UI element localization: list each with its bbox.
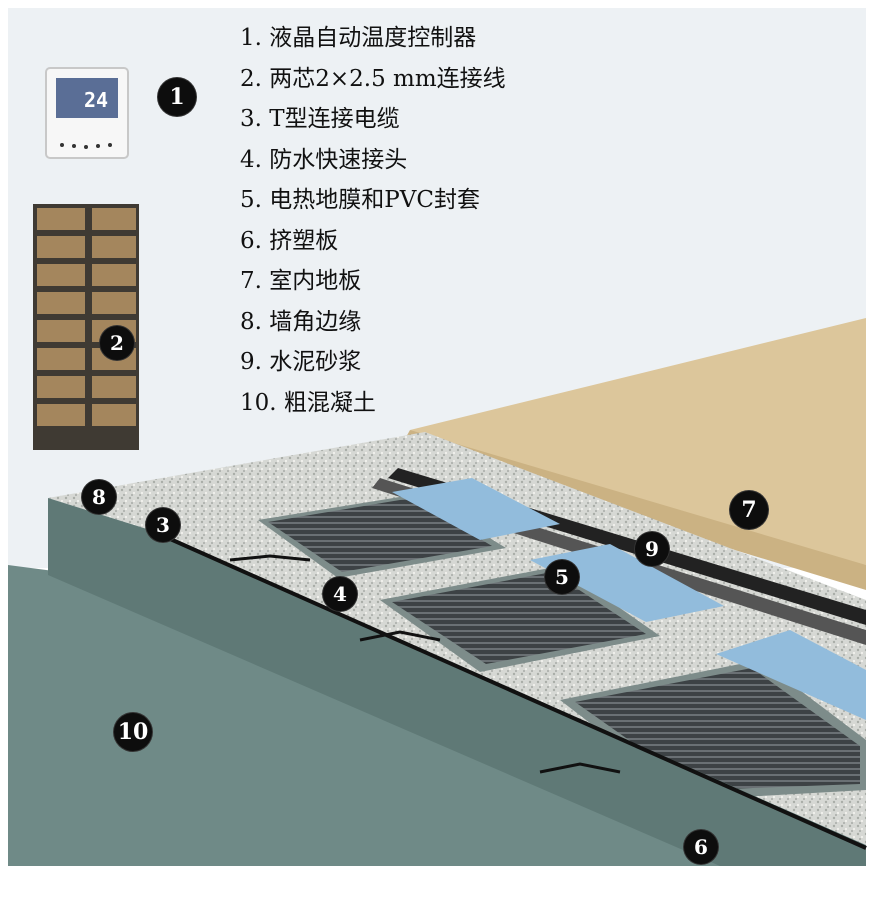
badge-waterproof-connector: 4 xyxy=(323,577,357,611)
legend-item: 8. 墙角边缘 xyxy=(240,308,362,335)
legend-item: 7. 室内地板 xyxy=(240,268,362,294)
badge-cement-mortar: 9 xyxy=(635,532,669,566)
legend-item: 5. 电热地膜和PVC封套 xyxy=(240,187,480,213)
legend-item: 6. 挤塑板 xyxy=(240,227,339,254)
badge-t-cable: 3 xyxy=(146,508,180,542)
legend-item: 2. 两芯2×2.5 mm连接线 xyxy=(240,65,506,92)
thermostat-display: 24 xyxy=(84,88,109,112)
badge-coarse-concrete: 10 xyxy=(114,713,152,751)
badge-thermostat: 1 xyxy=(158,78,196,116)
thermostat xyxy=(45,67,129,159)
legend-item: 9. 水泥砂浆 xyxy=(240,349,362,375)
badge-extruded-board: 6 xyxy=(684,830,718,864)
legend: 1. 液晶自动温度控制器 2. 两芯2×2.5 mm连接线 3. T型连接电缆 … xyxy=(240,18,506,423)
legend-item: 1. 液晶自动温度控制器 xyxy=(240,25,477,51)
badge-heating-film: 5 xyxy=(545,560,579,594)
legend-item: 10. 粗混凝土 xyxy=(240,389,376,416)
legend-item: 3. T型连接电缆 xyxy=(240,106,400,132)
badge-indoor-floor: 7 xyxy=(730,491,768,529)
badge-wall-corner: 8 xyxy=(82,480,116,514)
pvc-sleeve xyxy=(392,478,866,720)
t-cable xyxy=(149,528,867,850)
legend-item: 4. 防水快速接头 xyxy=(240,146,408,173)
badge-connection-wire: 2 xyxy=(100,326,134,360)
